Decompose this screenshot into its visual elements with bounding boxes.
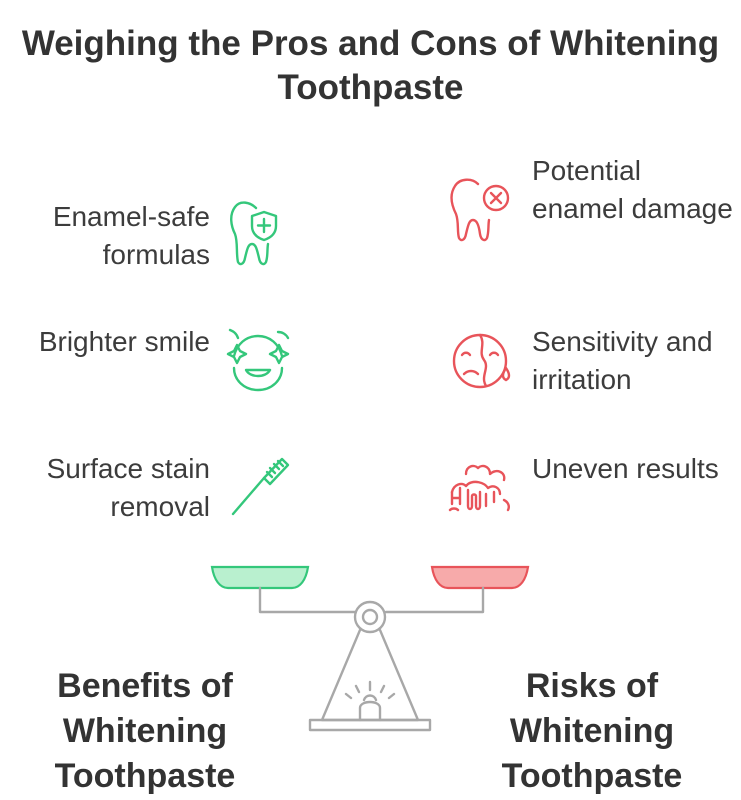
damaged-tooth-icon	[450, 178, 510, 242]
risk-item-enamel-damage: Potential enamel damage	[532, 155, 733, 224]
risks-heading: Risks of Whitening Toothpaste	[501, 667, 683, 795]
scale-beam	[258, 586, 485, 732]
tooth-shield-icon	[230, 201, 278, 266]
page-title: Weighing the Pros and Cons of Whitening …	[21, 24, 720, 107]
benefit-item-stain-removal: Surface stain removal	[46, 453, 210, 522]
risks-pan	[430, 565, 530, 590]
benefit-item-brighter-smile: Brighter smile	[38, 326, 210, 357]
benefits-heading: Benefits of Whitening Toothpaste	[54, 667, 236, 795]
benefits-pan	[210, 565, 310, 590]
risk-item-uneven-results: Uneven results	[532, 453, 719, 484]
uneven-teeth-icon	[448, 464, 510, 512]
sad-tear-face-icon	[452, 333, 511, 389]
toothbrush-icon	[231, 457, 290, 516]
risk-item-sensitivity: Sensitivity and irritation	[532, 326, 713, 395]
benefit-item-enamel-safe: Enamel-safe formulas	[52, 201, 210, 270]
sparkle-smile-icon	[226, 328, 290, 392]
